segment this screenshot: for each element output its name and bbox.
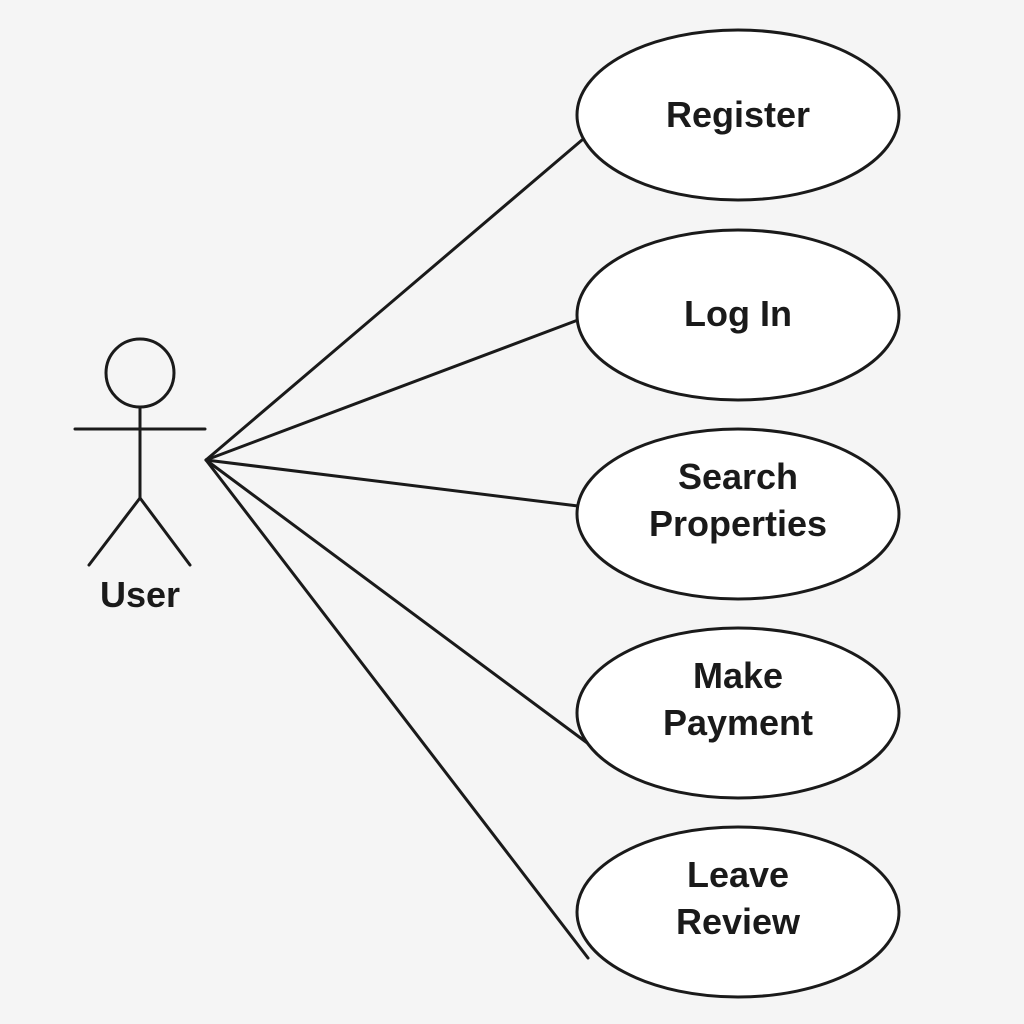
actor-right-leg	[138, 496, 192, 567]
use-case-log-in: Log In	[575, 228, 901, 402]
association-register	[204, 138, 584, 462]
use-case-label-line-2: Review	[676, 901, 801, 942]
actor-head	[104, 337, 176, 409]
association-search-properties	[204, 458, 580, 508]
use-case-label: Register	[666, 94, 810, 135]
use-case-ellipse	[575, 427, 901, 601]
actor: User	[73, 337, 207, 615]
use-case-make-payment: Make Payment	[575, 626, 901, 800]
association-make-payment	[204, 458, 592, 747]
association-log-in	[204, 318, 580, 462]
use-case-ellipse	[575, 825, 901, 999]
use-case-label-line-2: Payment	[663, 702, 813, 743]
use-case-ellipse	[575, 228, 901, 402]
associations	[204, 138, 592, 960]
use-case-leave-review: Leave Review	[575, 825, 901, 999]
use-case-label-line-1: Make	[693, 655, 783, 696]
use-case-label-line-1: Leave	[687, 854, 789, 895]
actor-label: User	[100, 574, 180, 615]
use-case-search-properties: Search Properties	[575, 427, 901, 601]
use-case-ellipse	[575, 626, 901, 800]
use-case-label: Log In	[684, 293, 792, 334]
use-case-register: Register	[575, 28, 901, 202]
use-case-label-line-1: Search	[678, 456, 798, 497]
use-case-label-line-2: Properties	[649, 503, 827, 544]
use-case-ellipse	[575, 28, 901, 202]
association-leave-review	[204, 458, 590, 960]
actor-left-leg	[87, 496, 142, 567]
